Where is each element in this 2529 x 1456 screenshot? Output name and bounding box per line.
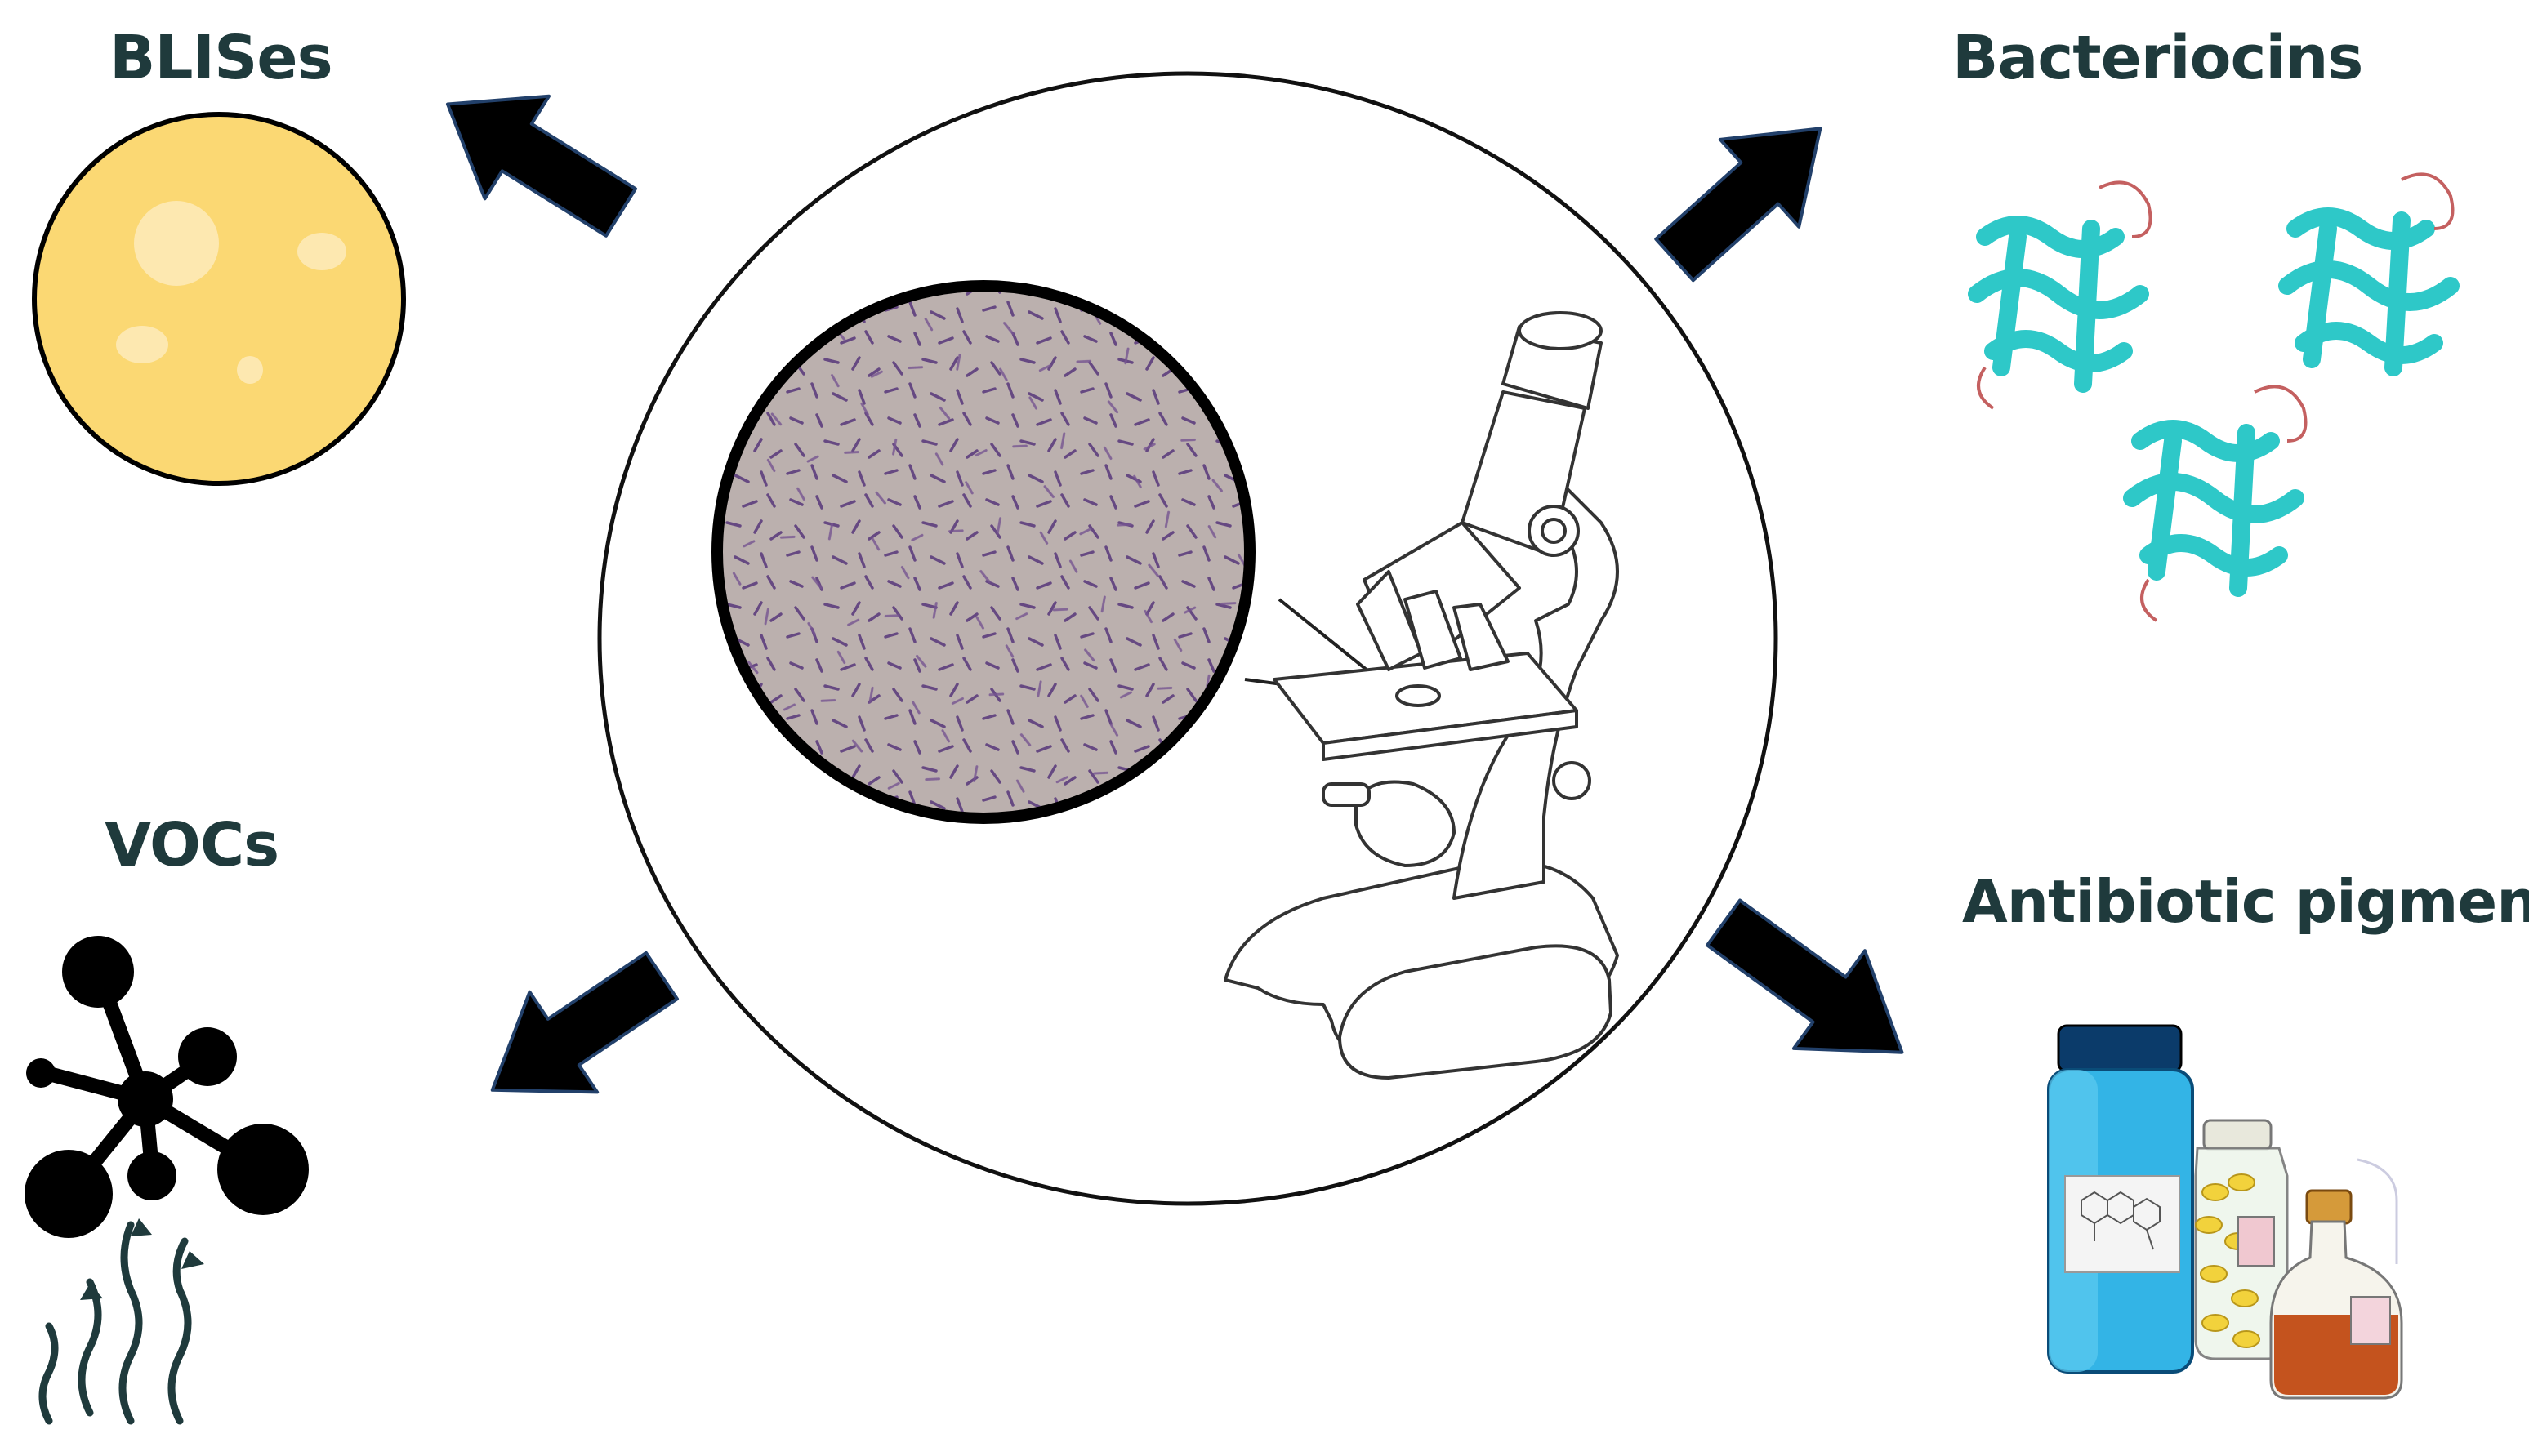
arrow-to-blises bbox=[445, 94, 638, 238]
protein-structure-icon bbox=[1968, 172, 2460, 622]
molecule-icon bbox=[25, 936, 309, 1425]
micrograph-icon bbox=[711, 280, 1256, 824]
label-vocs: VOCs bbox=[105, 810, 279, 880]
label-bacteriocins: Bacteriocins bbox=[1952, 23, 2363, 93]
arrow-to-bacteriocins bbox=[1654, 127, 1822, 283]
arrow-to-pigments bbox=[1706, 898, 1904, 1054]
arrow-to-vocs bbox=[490, 951, 680, 1094]
agar-plate-icon bbox=[32, 112, 406, 486]
label-blises: BLISes bbox=[109, 23, 333, 93]
pigment-bottles-icon bbox=[2047, 1024, 2403, 1400]
central-circle bbox=[597, 71, 1778, 1206]
microscope-icon bbox=[1224, 311, 1619, 1080]
label-antibiotic-pigments: Antibiotic pigments bbox=[1962, 867, 2529, 936]
